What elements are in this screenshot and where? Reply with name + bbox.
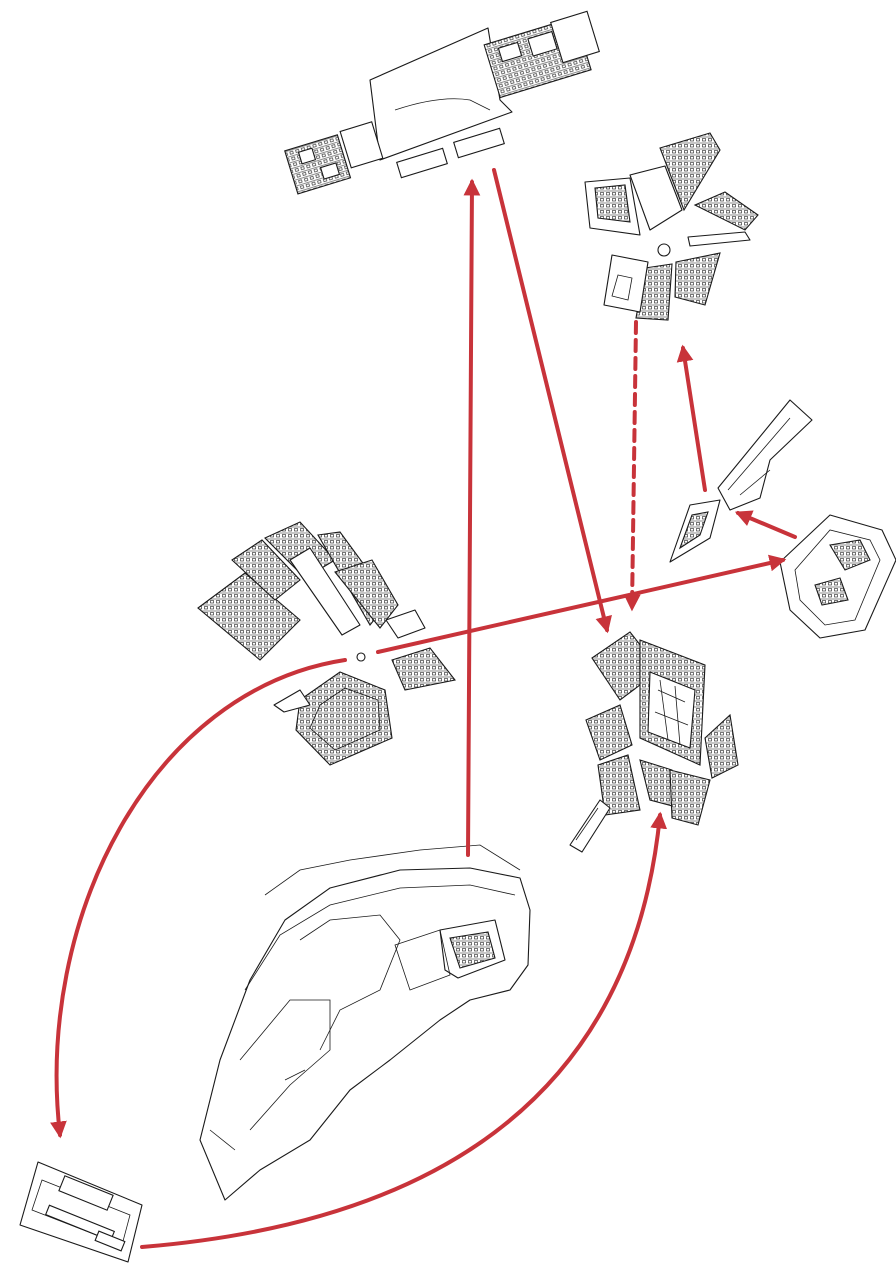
route-left-to-right xyxy=(378,560,783,652)
node-top-complex xyxy=(285,11,600,194)
route-fragments-to-star xyxy=(683,348,705,490)
node-small-fragments xyxy=(670,400,812,562)
route-fortress-to-top xyxy=(468,182,472,855)
node-right-building xyxy=(780,515,896,638)
route-star-to-central xyxy=(632,322,636,608)
node-central-district xyxy=(570,632,738,852)
route-right-to-fragments xyxy=(738,513,795,537)
route-top-to-central xyxy=(494,170,607,630)
node-bottom-building xyxy=(20,1162,142,1262)
node-fortress-park xyxy=(200,845,530,1200)
node-star-plaza xyxy=(585,133,758,320)
